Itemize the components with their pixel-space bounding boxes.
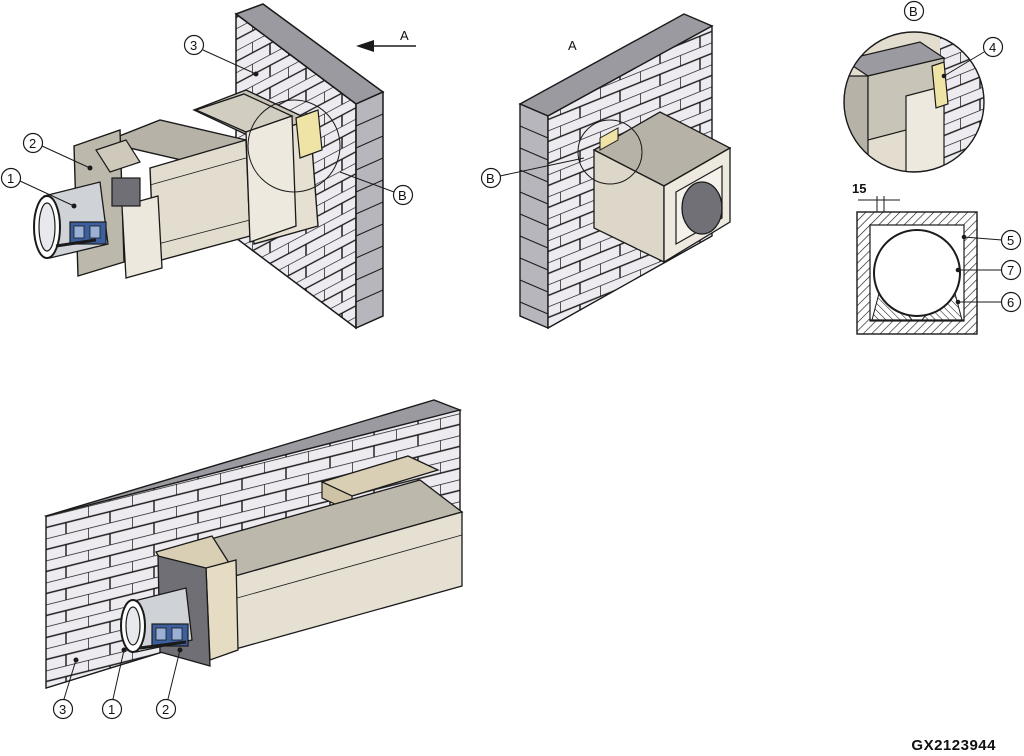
callout-b-label: B	[398, 188, 407, 203]
view-wall-penetration: A 3 2 1 B	[0, 3, 416, 330]
collar-board-front	[245, 115, 297, 243]
callout-b-view1: B	[339, 171, 414, 206]
long-collar-front	[205, 559, 239, 661]
callout-1-bottom: 1	[101, 647, 127, 720]
drawing-code: GX2123944	[911, 737, 996, 754]
view-arrow: A	[356, 28, 416, 52]
callout-b-view-a: B	[480, 157, 585, 189]
view-a-detail-marker	[577, 119, 643, 185]
view-a: A B	[480, 13, 732, 330]
callout-3-top: 3	[183, 34, 259, 77]
detail-b-marker	[247, 99, 341, 193]
callout-4-label: 4	[989, 40, 996, 55]
duct-front-face	[149, 139, 251, 263]
view-wall-surface-mount: 3 1 2	[43, 399, 464, 720]
view-a-duct-opening	[681, 181, 723, 235]
callout-2-bottom-label: 2	[162, 702, 169, 717]
callout-2-label: 2	[29, 136, 36, 151]
section-round-duct	[873, 229, 961, 317]
callout-7-label: 7	[1007, 263, 1014, 278]
view-a-title: A	[568, 38, 577, 53]
section-view: 15 5 7 6	[852, 181, 1022, 335]
long-fire-damper	[120, 587, 193, 653]
fire-damper	[33, 181, 109, 259]
clamp-block	[111, 177, 141, 207]
callout-7: 7	[955, 259, 1022, 281]
callout-1-label: 1	[7, 171, 14, 186]
view-arrow-label: A	[400, 28, 409, 43]
detail-sealant	[931, 61, 949, 109]
callout-3-bottom: 3	[52, 657, 79, 720]
callout-b-label-a: B	[486, 171, 495, 186]
dimension-label: 15	[852, 181, 866, 196]
callout-6-label: 6	[1007, 295, 1014, 310]
callout-5-label: 5	[1007, 233, 1014, 248]
callout-3-label: 3	[190, 38, 197, 53]
sealant-strip	[295, 109, 323, 159]
end-plate-cap	[95, 139, 141, 173]
callout-5: 5	[961, 229, 1022, 251]
callout-1-top: 1	[0, 167, 77, 209]
detail-b-title: B	[909, 4, 918, 19]
callout-2-top: 2	[22, 132, 93, 171]
callout-3-bottom-label: 3	[59, 702, 66, 717]
end-board-front	[121, 195, 163, 279]
callout-2-bottom: 2	[155, 647, 183, 720]
wall-side-face	[355, 90, 384, 330]
detail-b: B 4	[843, 0, 1004, 173]
callout-1-bottom-label: 1	[108, 702, 115, 717]
callout-4: 4	[941, 36, 1004, 79]
view-a-sealant	[599, 127, 619, 151]
callout-6: 6	[955, 291, 1022, 313]
